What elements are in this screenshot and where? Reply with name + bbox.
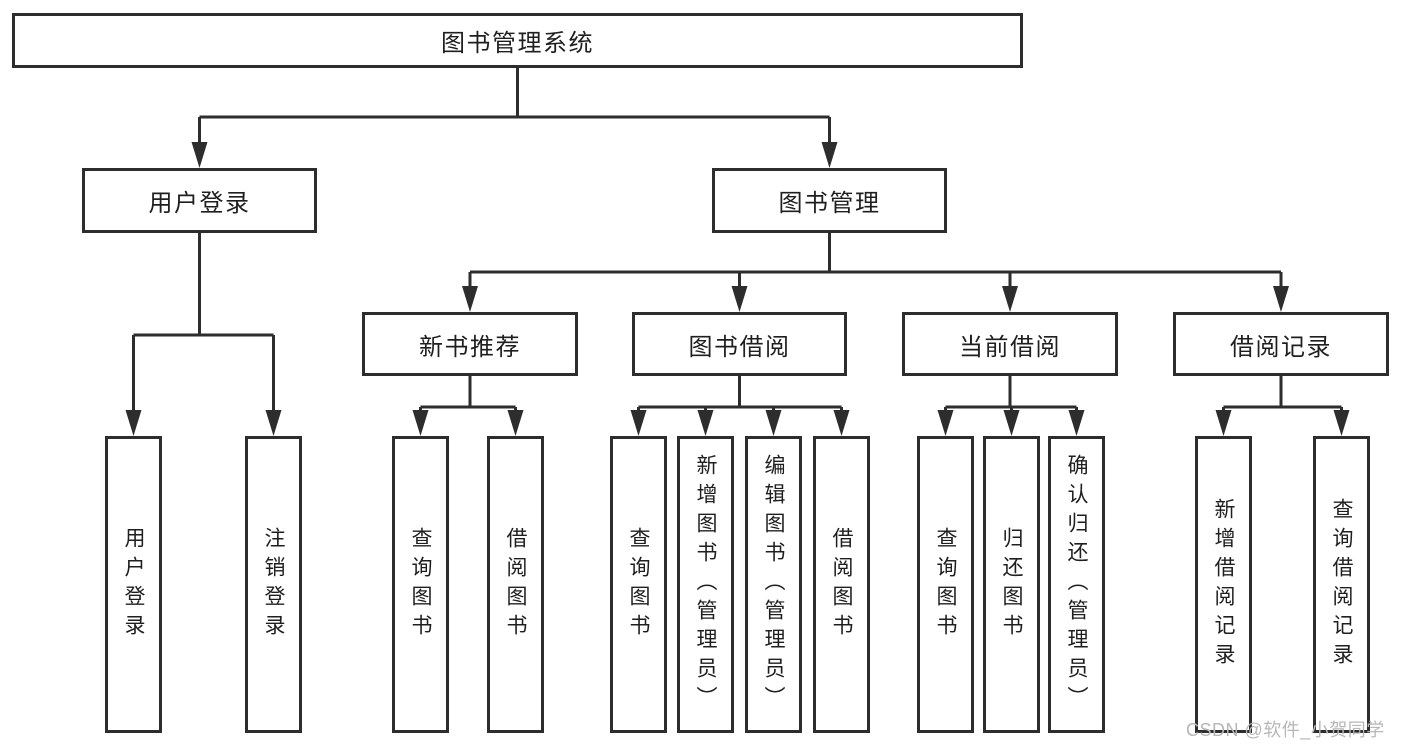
watermark: CSDN @软件_小贺同学 xyxy=(1186,720,1385,740)
node-borrowing-records: 借阅记录 xyxy=(1173,312,1389,376)
node-label: 新书推荐 xyxy=(419,333,521,361)
node-book-management: 图书管理 xyxy=(712,168,947,233)
node-label: 借阅图书 xyxy=(830,526,853,643)
node-label: 查询图书 xyxy=(934,526,957,643)
node-label: 当前借阅 xyxy=(959,333,1061,361)
node-leaf-confirm-return-admin: 确认归还（管理员） xyxy=(1048,436,1105,733)
node-leaf-query-books-recommend: 查询图书 xyxy=(392,436,449,733)
node-label: 借阅记录 xyxy=(1230,333,1332,361)
arrowheads xyxy=(125,142,1350,436)
node-book-borrowing: 图书借阅 xyxy=(632,312,847,376)
node-label: 归还图书 xyxy=(1000,526,1023,643)
node-leaf-query-borrow-record: 查询借阅记录 xyxy=(1313,436,1370,733)
node-leaf-add-book-admin: 新增图书（管理员） xyxy=(677,436,734,733)
node-label: 图书管理系统 xyxy=(441,30,594,57)
node-leaf-return-books: 归还图书 xyxy=(983,436,1040,733)
node-leaf-borrow-books-recommend: 借阅图书 xyxy=(487,436,544,733)
node-current-borrowing: 当前借阅 xyxy=(902,312,1118,376)
node-user-login: 用户登录 xyxy=(82,168,317,233)
node-leaf-logout: 注销登录 xyxy=(245,436,302,733)
node-label: 查询图书 xyxy=(409,526,432,643)
node-new-book-recommend: 新书推荐 xyxy=(362,312,578,376)
node-label: 图书管理 xyxy=(778,190,881,217)
node-library-management-system: 图书管理系统 xyxy=(12,13,1023,68)
node-label: 新增借阅记录 xyxy=(1212,497,1235,672)
node-label: 编辑图书（管理员） xyxy=(762,454,785,715)
node-label: 用户登录 xyxy=(148,190,251,217)
node-leaf-query-books-borrow: 查询图书 xyxy=(610,436,667,733)
node-label: 图书借阅 xyxy=(688,333,791,361)
node-label: 用户登录 xyxy=(122,526,145,643)
node-label: 查询借阅记录 xyxy=(1330,497,1353,672)
node-label: 确认归还（管理员） xyxy=(1065,454,1088,715)
node-leaf-query-books-current: 查询图书 xyxy=(917,436,974,733)
node-label: 借阅图书 xyxy=(504,526,527,643)
node-leaf-add-borrow-record: 新增借阅记录 xyxy=(1195,436,1252,733)
node-label: 注销登录 xyxy=(262,526,285,643)
node-label: 新增图书（管理员） xyxy=(694,454,717,715)
node-label: 查询图书 xyxy=(627,526,650,643)
node-leaf-user-login: 用户登录 xyxy=(105,436,162,733)
node-leaf-borrow-books: 借阅图书 xyxy=(813,436,870,733)
node-leaf-edit-book-admin: 编辑图书（管理员） xyxy=(745,436,802,733)
